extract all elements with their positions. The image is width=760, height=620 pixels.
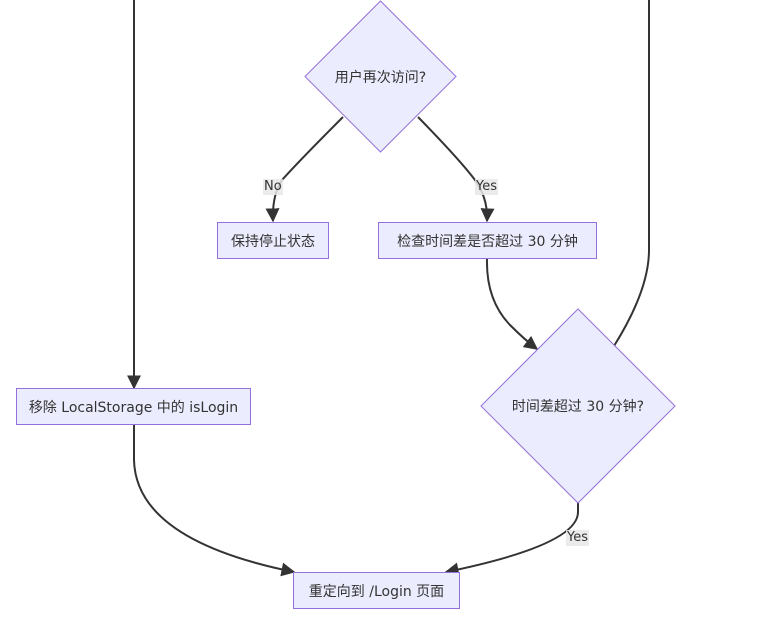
edge-label-yes-check: Yes — [475, 179, 498, 195]
node-check-time: 检查时间差是否超过 30 分钟 — [378, 222, 597, 259]
edge-yes-redirect — [444, 502, 579, 577]
edge-label-yes-redirect: Yes — [566, 530, 589, 546]
node-check-time-label: 检查时间差是否超过 30 分钟 — [397, 233, 578, 250]
node-keep-stopped: 保持停止状态 — [217, 222, 329, 259]
node-redirect-label: 重定向到 /Login 页面 — [308, 583, 445, 600]
node-remove-login-label: 移除 LocalStorage 中的 isLogin — [28, 399, 239, 416]
decision-over-30: 时间差超过 30 分钟? — [480, 308, 676, 504]
edge-check-to-decision — [485, 258, 539, 350]
edge-loop-right — [613, 0, 650, 347]
decision-revisit: 用户再次访问? — [304, 0, 457, 153]
decision-revisit-label: 用户再次访问? — [334, 69, 427, 86]
diamond-shape-revisit — [304, 0, 457, 153]
edge-yes-check — [417, 116, 495, 223]
decision-over-30-label: 时间差超过 30 分钟? — [511, 399, 645, 415]
node-remove-login: 移除 LocalStorage 中的 isLogin — [16, 388, 251, 425]
node-redirect: 重定向到 /Login 页面 — [293, 572, 460, 609]
node-keep-stopped-label: 保持停止状态 — [231, 233, 315, 250]
edge-label-no: No — [263, 179, 283, 195]
edge-remove-to-redirect — [133, 425, 296, 577]
diamond-shape-over-30 — [480, 308, 676, 504]
